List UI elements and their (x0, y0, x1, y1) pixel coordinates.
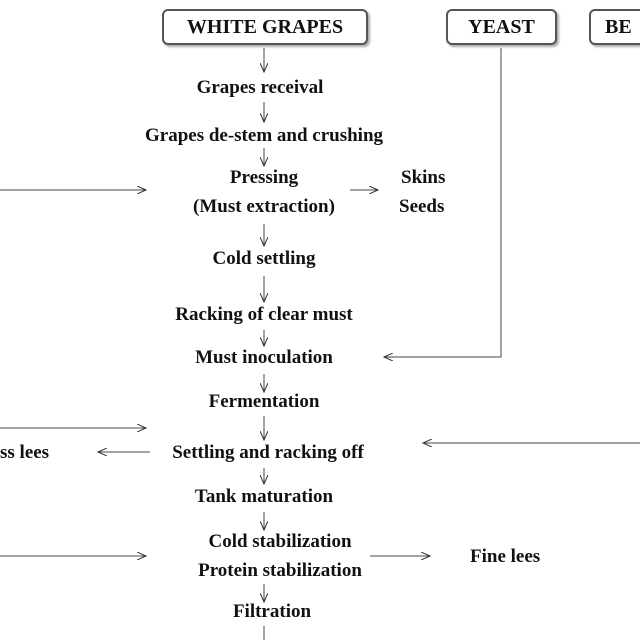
output-fine-lees: Fine lees (470, 546, 541, 567)
output-lees: ss lees (0, 442, 50, 463)
step-tank-maturation: Tank maturation (194, 486, 334, 507)
step-must-extraction: (Must extraction) (193, 196, 335, 217)
third-input-box: BE (589, 9, 640, 45)
step-settling-racking-off: Settling and racking off (172, 442, 364, 463)
step-protein-stabilization: Protein stabilization (198, 560, 362, 581)
yeast-box: YEAST (446, 9, 557, 45)
arrow-yeast-to-inoculation (384, 48, 502, 357)
step-pressing: Pressing (229, 167, 299, 188)
step-racking: Racking of clear must (175, 304, 353, 325)
step-cold-settling: Cold settling (212, 248, 316, 269)
step-cold-stabilization: Cold stabilization (208, 531, 352, 552)
output-seeds: Seeds (399, 196, 445, 217)
white-grapes-box: WHITE GRAPES (162, 9, 368, 45)
step-filtration: Filtration (232, 601, 312, 622)
step-must-inoculation: Must inoculation (195, 347, 333, 368)
step-grapes-receival: Grapes receival (196, 77, 324, 98)
step-fermentation: Fermentation (208, 391, 320, 412)
output-skins: Skins (401, 167, 446, 188)
step-destem-crushing: Grapes de-stem and crushing (144, 125, 384, 146)
